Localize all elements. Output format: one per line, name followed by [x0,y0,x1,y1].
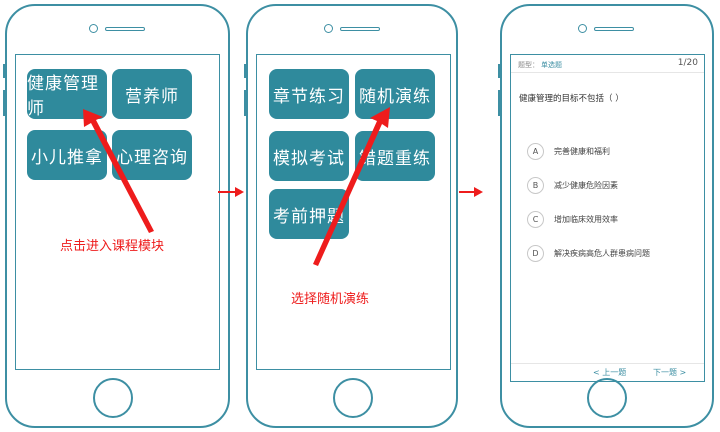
quiz-header: 题型： 单选题 1/20 [511,55,704,73]
speaker-grille [594,27,634,31]
prev-question-button[interactable]: < 上一题 [593,368,627,377]
module-button-mock-exam[interactable]: 模拟考试 [269,131,349,181]
module-button-psych-counseling[interactable]: 心理咨询 [112,130,192,180]
annotation-text-2: 选择随机演练 [291,292,370,307]
option-letter: B [527,176,544,194]
module-button-chapter-practice[interactable]: 章节练习 [269,69,349,119]
option-letter: C [527,210,544,228]
step-arrow-2 [459,187,483,197]
question-counter: 1/20 [677,58,698,68]
option-text: 解决疾病高危人群患病问题 [554,248,650,258]
annotation-text-1: 点击进入课程模块 [60,239,165,254]
module-button-pre-exam[interactable]: 考前押题 [269,189,349,239]
option-letter: D [527,244,544,262]
option-a[interactable]: A 完善健康和福利 [527,141,610,161]
option-text: 减少健康危险因素 [554,180,618,190]
phone-frame-2: 章节练习 随机演练 模拟考试 错题重练 考前押题 [244,4,458,428]
camera-icon [578,24,587,33]
phone-side-button [244,90,247,116]
next-question-button[interactable]: 下一题 > [653,368,687,377]
option-d[interactable]: D 解决疾病高危人群患病问题 [527,243,650,263]
camera-icon [89,24,98,33]
speaker-grille [340,27,380,31]
phone-screen-1: 健康管理师 营养师 小儿推拿 心理咨询 [15,54,220,370]
phone-side-button [244,64,247,78]
phone-side-button [3,64,6,78]
phone-side-button [3,90,6,116]
option-b[interactable]: B 减少健康危险因素 [527,175,618,195]
module-button-nutritionist[interactable]: 营养师 [112,69,192,119]
phone-screen-2: 章节练习 随机演练 模拟考试 错题重练 考前押题 [256,54,451,370]
phone-screen-3: 题型： 单选题 1/20 健康管理的目标不包括（ ） A 完善健康和福利 B 减… [510,54,705,382]
option-text: 完善健康和福利 [554,146,610,156]
quiz-footer: < 上一题 下一题 > [511,363,704,381]
module-button-random-drill[interactable]: 随机演练 [355,69,435,119]
option-c[interactable]: C 增加临床效用效率 [527,209,618,229]
phone-frame-1: 健康管理师 营养师 小儿推拿 心理咨询 [3,4,230,428]
phone-side-button [498,64,501,78]
module-button-wrong-redo[interactable]: 错题重练 [355,131,435,181]
home-button [333,378,373,418]
home-button [587,378,627,418]
phone-frame-3: 题型： 单选题 1/20 健康管理的目标不包括（ ） A 完善健康和福利 B 减… [498,4,714,428]
camera-icon [324,24,333,33]
module-button-health-manager[interactable]: 健康管理师 [27,69,107,119]
question-type-value: 单选题 [541,61,562,69]
speaker-grille [105,27,145,31]
phone-side-button [498,90,501,116]
question-type-label: 题型： [518,61,539,69]
module-button-child-massage[interactable]: 小儿推拿 [27,130,107,180]
home-button [93,378,133,418]
option-text: 增加临床效用效率 [554,214,618,224]
option-letter: A [527,142,544,160]
question-text: 健康管理的目标不包括（ ） [519,94,624,104]
